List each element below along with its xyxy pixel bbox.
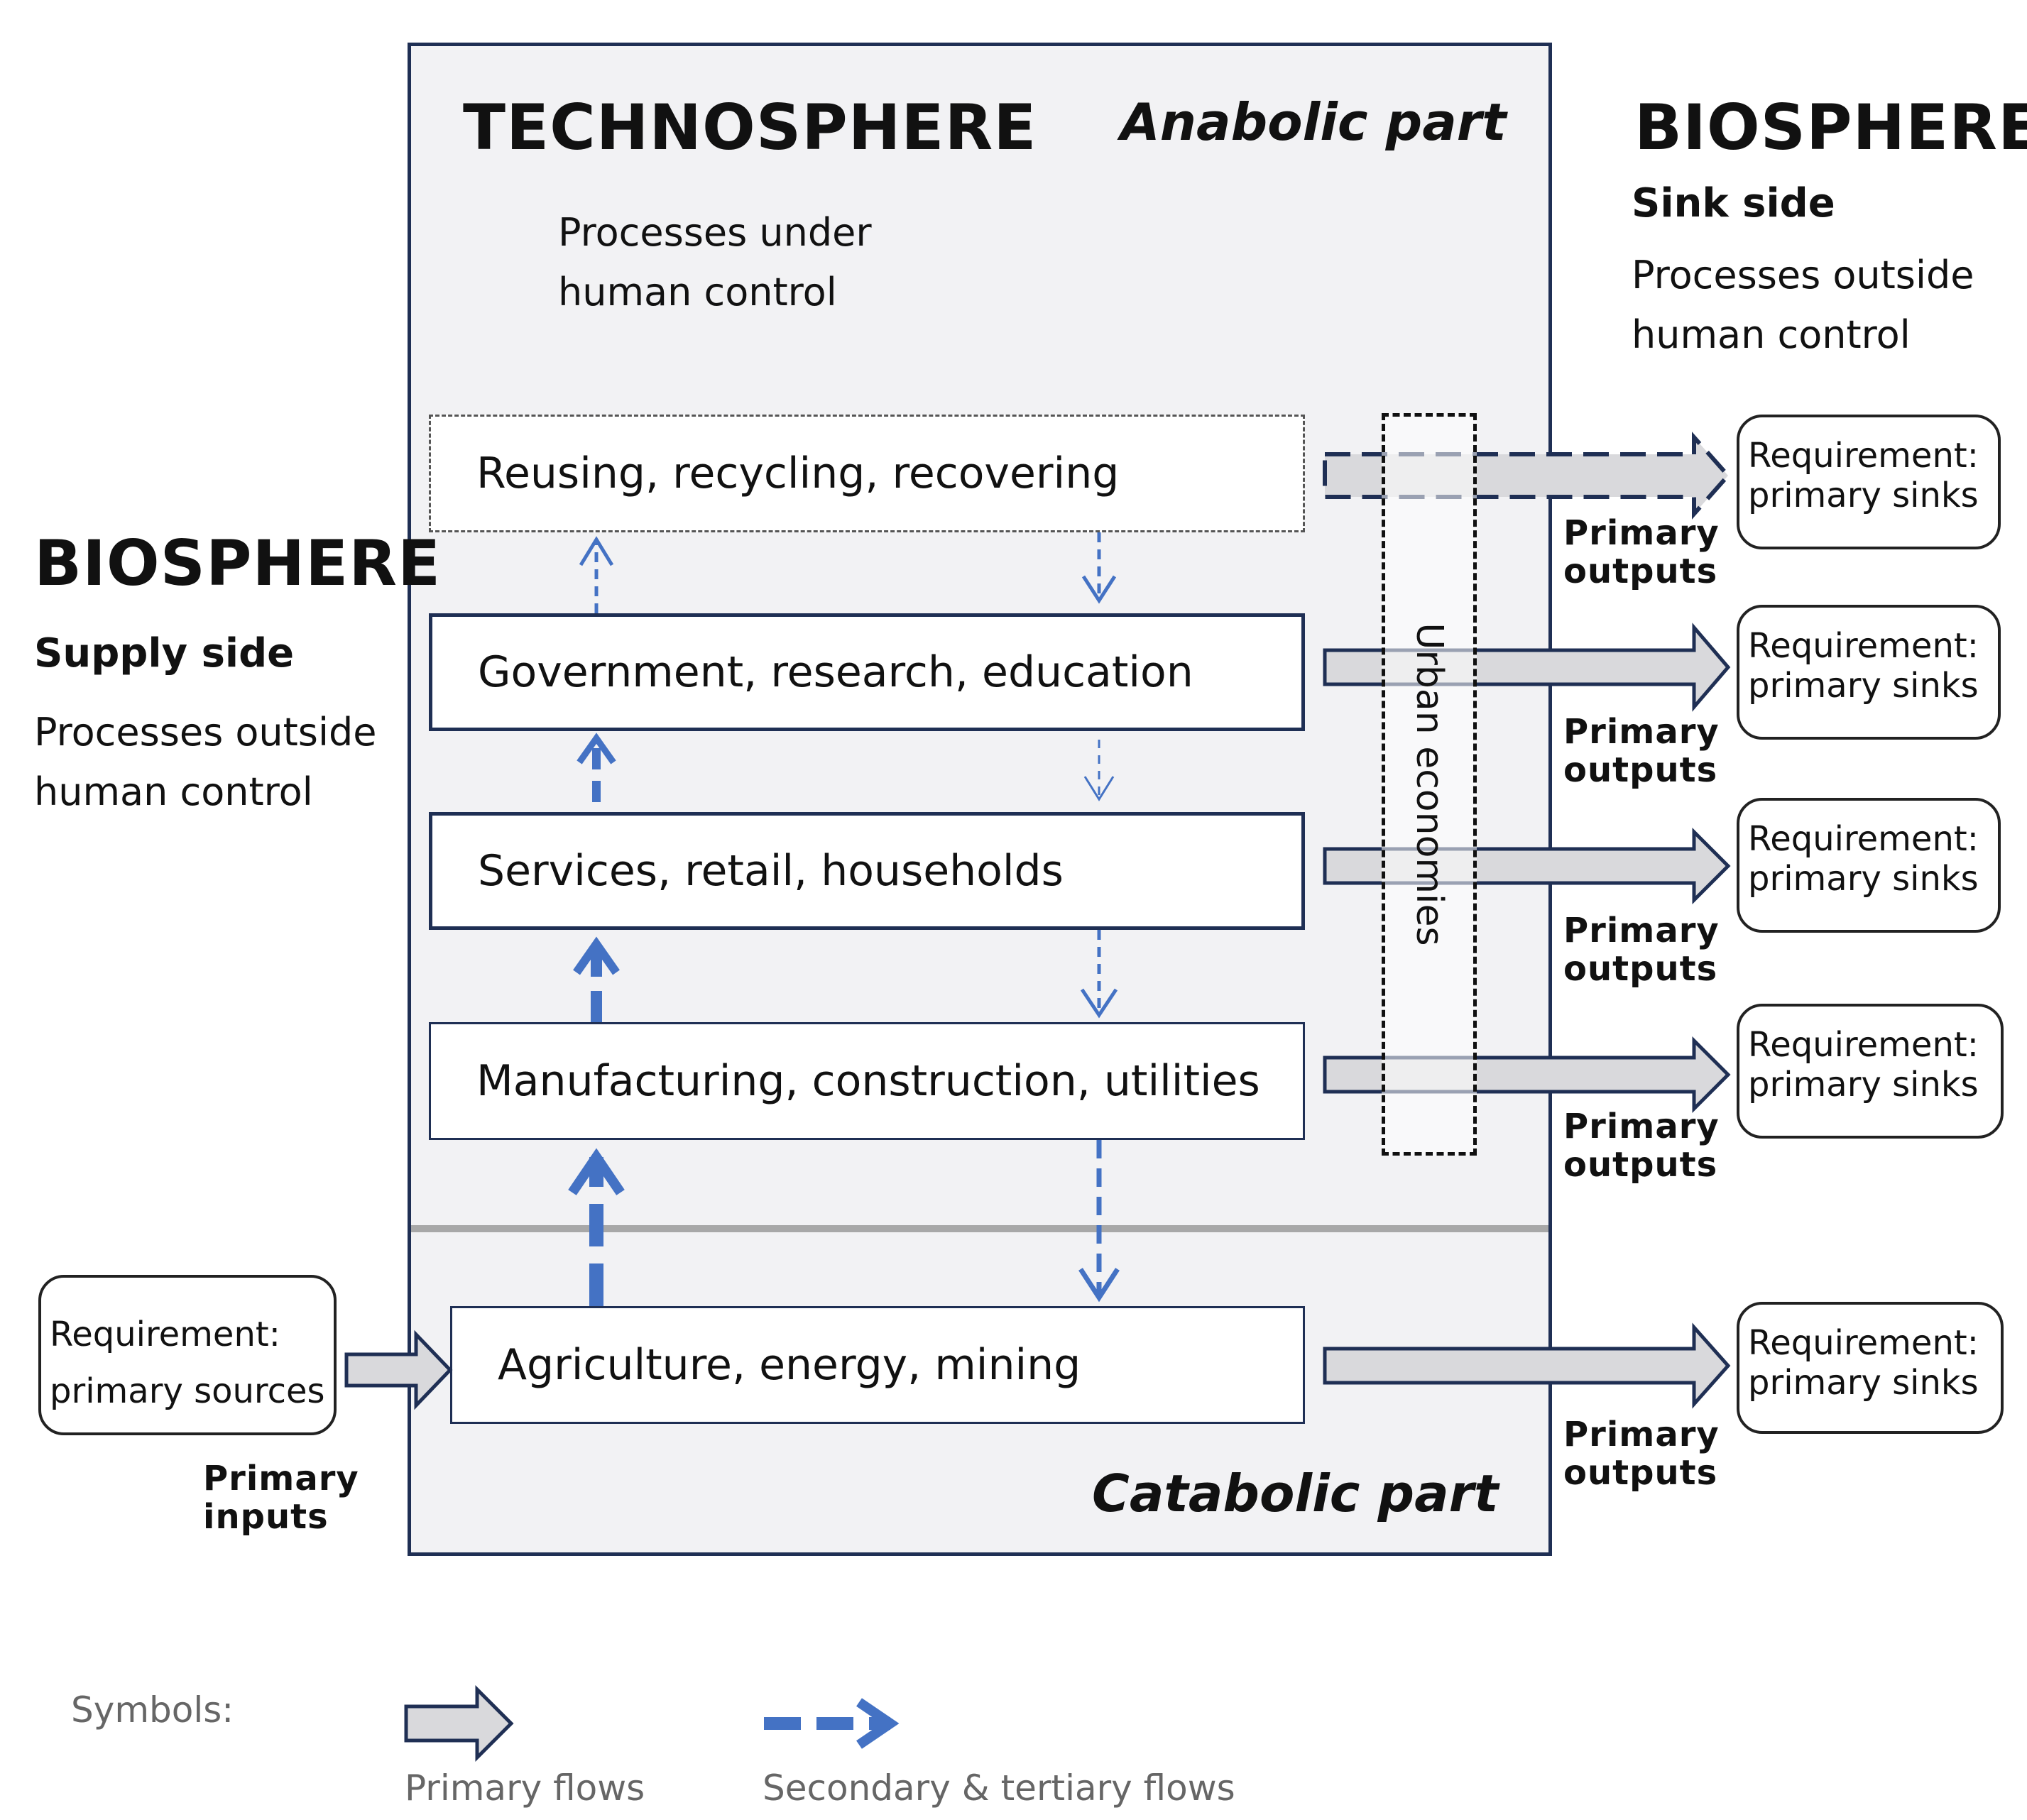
biosphere-supply-title: BIOSPHERE	[34, 527, 442, 600]
sector-services: Services, retail, households	[429, 812, 1305, 930]
requirement-line1: Requirement:	[50, 1315, 280, 1354]
requirement-line1: Requirement:	[1748, 626, 1979, 666]
secondary-up-arrow-agri-manu	[568, 1148, 625, 1306]
requirement-line1: Requirement:	[1748, 436, 1979, 476]
requirement-line2: primary sinks	[1748, 666, 1979, 706]
secondary-up-arrow-gov-reusing	[579, 536, 614, 613]
technosphere-desc-line2: human control	[558, 270, 837, 314]
urban-economies-box: Urban economies	[1382, 413, 1477, 1156]
sink-requirement-box: Requirement: primary sinks	[1737, 1302, 2004, 1434]
requirement-line2: primary sinks	[1748, 859, 1979, 899]
secondary-down-arrow-services-manu	[1080, 930, 1118, 1019]
secondary-down-arrow-gov-services	[1083, 740, 1115, 801]
sink-side-label: Sink side	[1632, 180, 1835, 226]
secondary-up-arrow-manu-services	[573, 936, 620, 1022]
sector-reusing: Reusing, recycling, recovering	[429, 415, 1305, 532]
sector-label: Reusing, recycling, recovering	[476, 449, 1120, 498]
sector-label: Government, research, education	[478, 647, 1193, 697]
legend-primary-flows-label: Primary flows	[405, 1767, 645, 1809]
supply-desc-line1: Processes outside	[34, 710, 377, 755]
sector-label: Agriculture, energy, mining	[498, 1340, 1081, 1390]
requirement-line1: Requirement:	[1748, 1025, 1979, 1065]
requirement-line2: primary sinks	[1748, 1065, 1979, 1104]
legend-secondary-flows-label: Secondary & tertiary flows	[763, 1767, 1235, 1809]
sector-manufacturing: Manufacturing, construction, utilities	[429, 1022, 1305, 1140]
supply-side-label: Supply side	[34, 630, 295, 676]
catabolic-part-label: Catabolic part	[1092, 1464, 1499, 1523]
requirement-line1: Requirement:	[1748, 819, 1979, 859]
requirement-line2: primary sinks	[1748, 1363, 1979, 1403]
legend-primary-flow-arrow	[404, 1684, 514, 1763]
sector-government: Government, research, education	[429, 613, 1305, 731]
sink-requirement-box: Requirement: primary sinks	[1737, 798, 2001, 933]
primary-output-arrow-agriculture	[1323, 1322, 1731, 1409]
source-requirement-box: Requirement: primary sources	[38, 1275, 337, 1435]
sector-label: Services, retail, households	[478, 846, 1064, 896]
biosphere-sink-title: BIOSPHERE	[1634, 91, 2027, 164]
primary-input-arrow	[344, 1330, 453, 1410]
symbols-title: Symbols:	[71, 1689, 234, 1731]
secondary-down-arrow-reusing-gov	[1081, 532, 1117, 604]
anabolic-catabolic-divider	[411, 1225, 1548, 1232]
sink-desc-line2: human control	[1632, 312, 1911, 357]
technosphere-title: TECHNOSPHERE	[463, 91, 1037, 164]
secondary-down-arrow-manu-agri	[1078, 1140, 1120, 1303]
legend-secondary-flow-arrow	[764, 1698, 900, 1749]
sink-requirement-box: Requirement: primary sinks	[1737, 605, 2001, 740]
sink-requirement-box: Requirement: primary sinks	[1737, 415, 2001, 549]
supply-desc-line2: human control	[34, 769, 313, 814]
urban-economies-label: Urban economies	[1408, 623, 1450, 946]
anabolic-part-label: Anabolic part	[1120, 92, 1507, 152]
secondary-up-arrow-services-gov	[577, 733, 616, 802]
sector-agriculture: Agriculture, energy, mining	[450, 1306, 1305, 1424]
technosphere-desc-line1: Processes under	[558, 210, 872, 255]
sink-requirement-box: Requirement: primary sinks	[1737, 1004, 2004, 1139]
requirement-line2: primary sources	[50, 1371, 325, 1411]
requirement-line2: primary sinks	[1748, 476, 1979, 515]
sector-label: Manufacturing, construction, utilities	[476, 1056, 1260, 1106]
sink-desc-line1: Processes outside	[1632, 253, 1974, 297]
requirement-line1: Requirement:	[1748, 1323, 1979, 1363]
